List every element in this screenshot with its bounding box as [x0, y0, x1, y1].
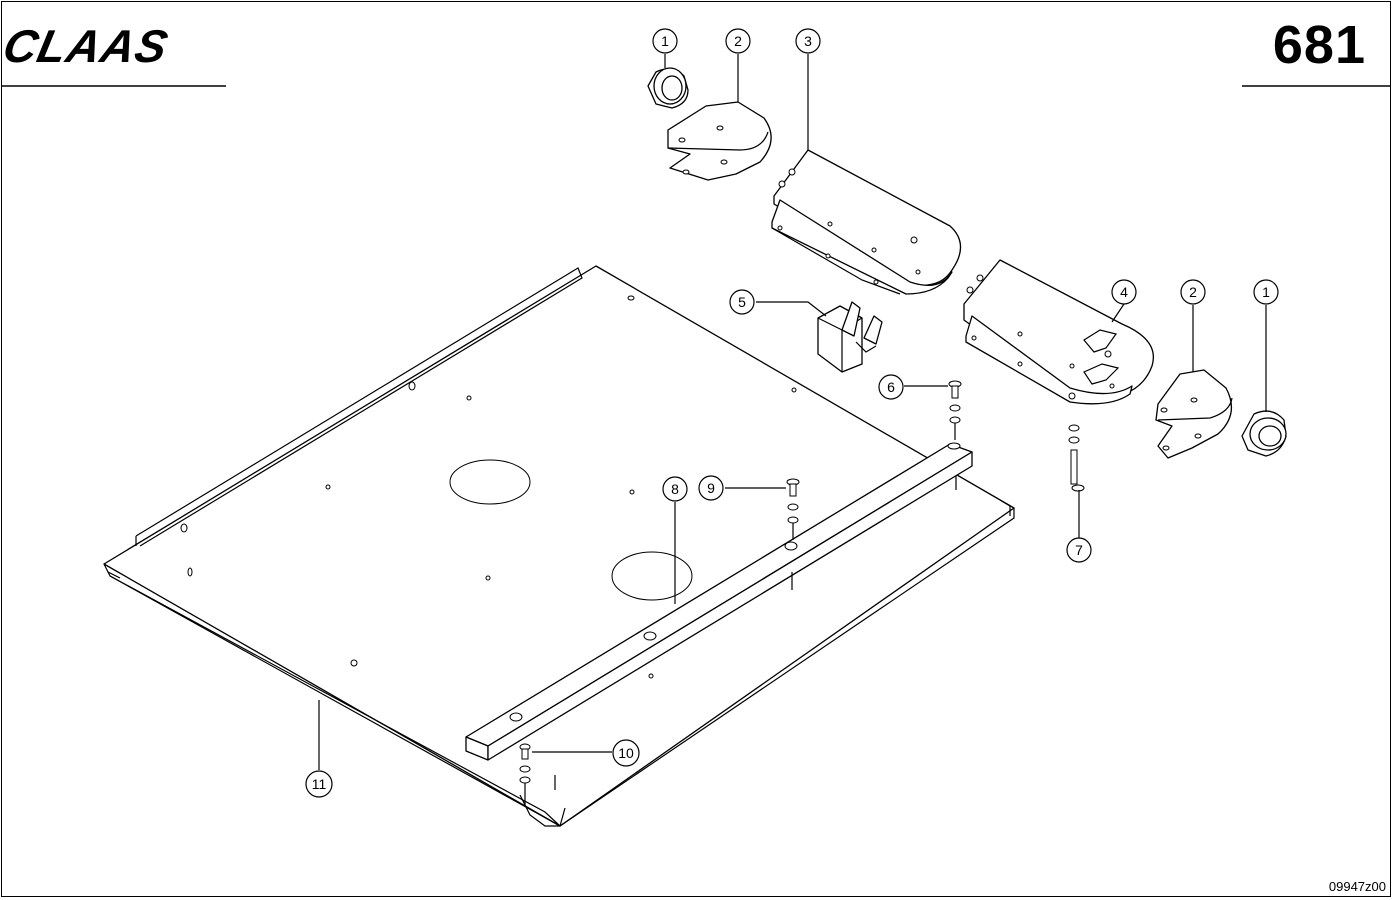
- callout-label: 2: [734, 33, 742, 49]
- callout-label: 7: [1075, 542, 1083, 558]
- bolt-7-stack: [1068, 424, 1085, 492]
- callout-7: 7: [1066, 537, 1092, 563]
- callout-1a: 1: [652, 28, 678, 54]
- claas-logo: CLAAS: [0, 20, 173, 71]
- callout-2a: 2: [725, 28, 751, 54]
- leader-lines: [318, 54, 1267, 770]
- bolt-9-stack: [786, 478, 800, 540]
- callout-1b: 1: [1253, 279, 1279, 305]
- part-3-cover-upper: [771, 149, 962, 295]
- part-1-bushing-upper: [647, 67, 689, 109]
- callout-label: 1: [1262, 284, 1270, 300]
- callout-11: 11: [305, 770, 333, 798]
- part-11-floor-plate: [103, 265, 1015, 827]
- callout-label: 10: [618, 745, 634, 761]
- callout-label: 4: [1120, 284, 1128, 300]
- callout-4: 4: [1111, 279, 1137, 305]
- callout-5: 5: [729, 289, 755, 315]
- callout-6: 6: [878, 374, 904, 400]
- callout-label: 9: [707, 480, 715, 496]
- callout-label: 2: [1189, 284, 1197, 300]
- part-8-cross-bar: [465, 442, 973, 761]
- callout-2b: 2: [1180, 279, 1206, 305]
- bolt-6-stack: [948, 380, 962, 440]
- callout-label: 11: [312, 776, 327, 792]
- page-number: 681: [1272, 15, 1366, 75]
- drawing-code: 09947z00: [1328, 879, 1386, 894]
- brand-logo-text: CLAAS: [0, 20, 173, 71]
- callout-label: 5: [738, 294, 746, 310]
- callout-label: 3: [804, 33, 812, 49]
- callout-label: 1: [661, 33, 669, 49]
- part-4-cover-lower: [963, 259, 1154, 405]
- callout-9: 9: [698, 475, 724, 501]
- callout-label: 6: [887, 379, 895, 395]
- part-1-bushing-lower: [1241, 410, 1287, 457]
- callout-10: 10: [612, 739, 640, 767]
- callout-3: 3: [795, 28, 821, 54]
- part-5-bracket: [817, 301, 883, 373]
- callout-8: 8: [662, 476, 688, 502]
- callout-label: 8: [671, 481, 679, 497]
- part-2-clamp-lower: [1155, 369, 1233, 459]
- part-2-clamp-upper: [667, 101, 772, 181]
- bolt-10-stack: [519, 743, 531, 806]
